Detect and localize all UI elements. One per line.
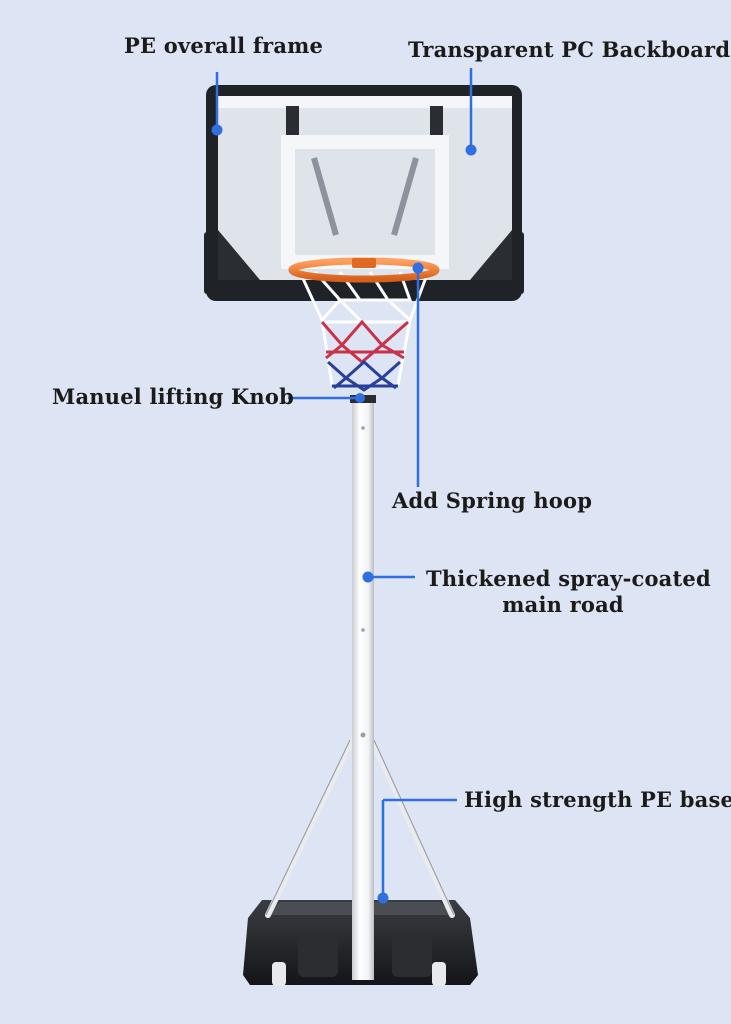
support-braces — [265, 737, 455, 918]
label-pe-base: High strength PE base — [464, 787, 731, 812]
label-main-pole: Thickened spray-coated main road — [426, 566, 711, 618]
label-main-pole-line1: Thickened spray-coated — [426, 566, 711, 591]
callouts — [211, 68, 477, 904]
label-transparent-backboard: Transparent PC Backboard — [408, 37, 731, 62]
label-spring-hoop: Add Spring hoop — [392, 488, 593, 513]
backboard — [204, 85, 524, 301]
label-lifting-knob: Manuel lifting Knob — [52, 384, 294, 409]
main-pole — [350, 395, 376, 980]
label-pe-overall-frame: PE overall frame — [124, 33, 324, 58]
rim — [288, 257, 440, 283]
net — [298, 271, 430, 392]
label-main-pole-line2: main road — [502, 592, 624, 617]
